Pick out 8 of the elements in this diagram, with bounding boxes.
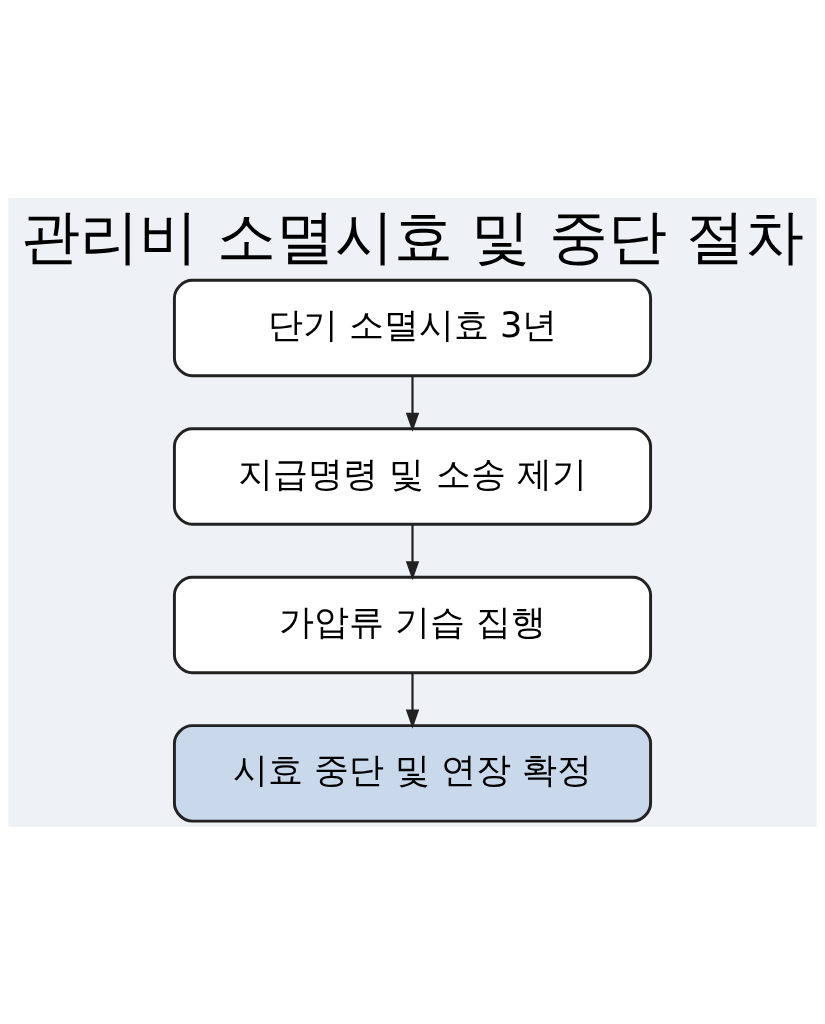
node-box: 시효 중단 및 연장 확정 — [172, 723, 653, 823]
node-box: 가압류 기습 집행 — [172, 575, 653, 674]
node-box: 단기 소멸시효 3년 — [172, 278, 653, 377]
diagram-title: 관리비 소멸시효 및 중단 절차 — [21, 201, 804, 271]
arrow — [405, 523, 420, 580]
arrow — [405, 375, 420, 432]
arrow — [405, 672, 420, 729]
node-box: 지급명령 및 소송 제기 — [172, 426, 653, 526]
